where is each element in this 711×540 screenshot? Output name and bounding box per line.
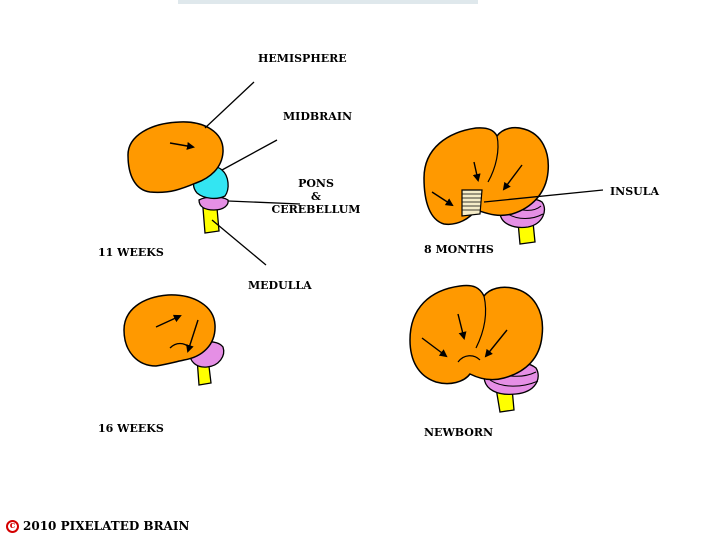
label-medulla: MEDULLA <box>248 279 312 292</box>
label-pons: PONS <box>298 177 334 190</box>
label-pons-cerebellum: PONS & CEREBELLUM <box>268 177 364 216</box>
brain-8-months <box>423 126 604 245</box>
copyright-icon: c <box>6 519 19 533</box>
leader-medulla <box>211 219 267 266</box>
brain-newborn <box>409 284 544 413</box>
copyright-text: 2010 PIXELATED BRAIN <box>23 519 190 533</box>
hemisphere-8m <box>423 126 550 226</box>
label-ampersand: & <box>311 190 321 203</box>
label-cerebellum: CEREBELLUM <box>271 203 361 216</box>
label-midbrain: MIDBRAIN <box>283 110 353 123</box>
copyright-line: c 2010 PIXELATED BRAIN <box>6 519 189 533</box>
hemisphere-11w <box>127 121 224 194</box>
stage-newborn: NEWBORN <box>424 426 494 439</box>
leader-insula <box>483 189 604 203</box>
hemisphere-newborn <box>409 284 544 385</box>
label-insula: INSULA <box>610 185 660 198</box>
stage-8-months: 8 MONTHS <box>424 243 494 256</box>
brain-11-weeks <box>127 81 301 266</box>
insula-8m <box>461 189 483 217</box>
leader-pons <box>227 200 301 205</box>
stage-16-weeks: 16 WEEKS <box>98 422 164 435</box>
header-remnant <box>178 0 478 4</box>
leader-hemisphere <box>204 81 255 129</box>
label-hemisphere: HEMISPHERE <box>258 52 347 65</box>
leader-midbrain <box>221 139 278 171</box>
stage-11-weeks: 11 WEEKS <box>98 246 164 259</box>
brain-16-weeks <box>123 294 225 386</box>
medulla-11w <box>202 207 220 234</box>
